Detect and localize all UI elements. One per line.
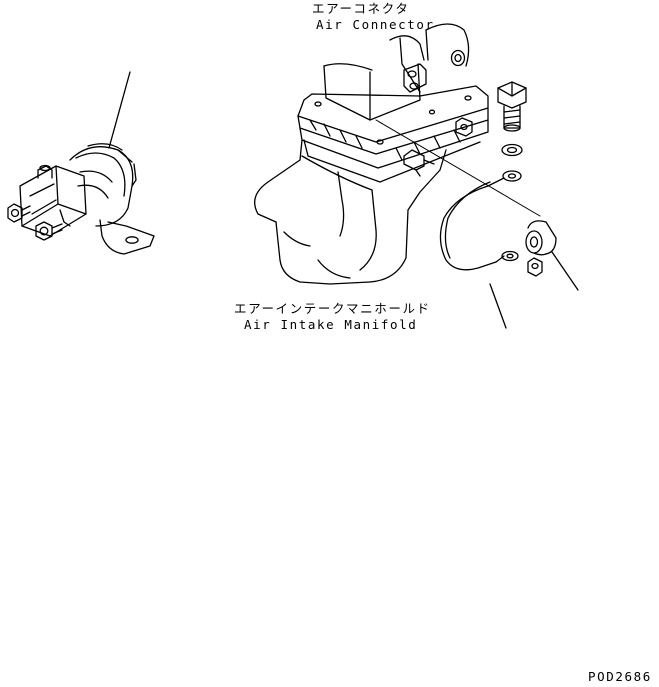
wire-leader-line [489,283,507,329]
air-intake-manifold-label-en: Air Intake Manifold [244,317,418,332]
assembly-axis-line [375,119,541,217]
bolt-part [497,81,527,132]
air-intake-manifold-label-jp: エアーインテークマニホールド [234,301,431,316]
relay-leader-line [108,71,131,149]
washer-part [501,143,523,157]
ground-wire-part [439,170,522,329]
manifold-part [254,23,489,285]
relay-part [7,71,155,255]
drawing-code: POD2686 [588,669,652,684]
air-connector-label-en: Air Connector [316,17,435,32]
cap-leader-line [551,251,579,291]
cap-part [525,220,579,291]
air-connector-label-jp: エアーコネクタ [312,1,410,16]
nut-part [527,257,543,277]
